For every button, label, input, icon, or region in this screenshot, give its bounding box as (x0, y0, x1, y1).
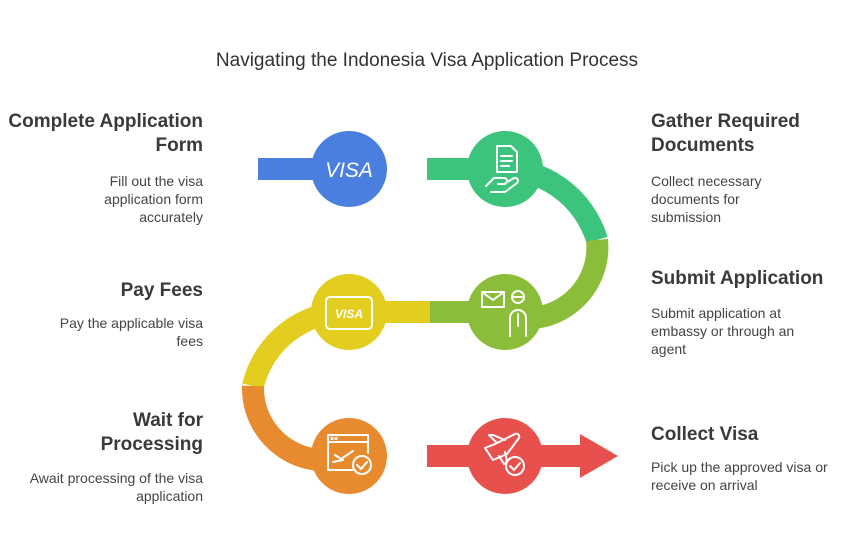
step-desc-6: Pick up the approved visa or receive on … (651, 459, 828, 493)
step-title-6: Collect Visa (651, 424, 759, 445)
step-desc-1: Fill out the visa application form accur… (104, 173, 203, 225)
page-title: Navigating the Indonesia Visa Applicatio… (215, 50, 639, 71)
step-title-5: Wait for Processing (100, 410, 203, 455)
processing-window-icon (327, 434, 372, 475)
document-hand-icon (485, 145, 519, 193)
step-circle-4 (311, 274, 387, 350)
step-title-2: Gather Required Documents (651, 111, 800, 156)
step-title-3: Submit Application (651, 268, 824, 289)
step-circle-5 (311, 418, 387, 494)
step-title-1: Complete Application Form (8, 111, 203, 156)
step-desc-4: Pay the applicable visa fees (59, 315, 203, 349)
step-title-4: Pay Fees (120, 280, 203, 301)
step-desc-5: Await processing of the visa application (29, 470, 203, 504)
step-circle-2 (467, 131, 543, 207)
step-circle-1 (311, 131, 387, 207)
visa-card-icon: VISA (325, 296, 373, 330)
svg-text:VISA: VISA (335, 307, 363, 321)
step-desc-2: Collect necessary documents for submissi… (651, 173, 762, 225)
step-circle-3 (467, 274, 543, 350)
envelope-person-icon (481, 290, 527, 337)
arrow-head (580, 434, 618, 478)
step-desc-3: Submit application at embassy or through… (651, 305, 795, 357)
airplane-check-icon (484, 432, 525, 476)
visa-text-icon: VISA (325, 159, 373, 182)
